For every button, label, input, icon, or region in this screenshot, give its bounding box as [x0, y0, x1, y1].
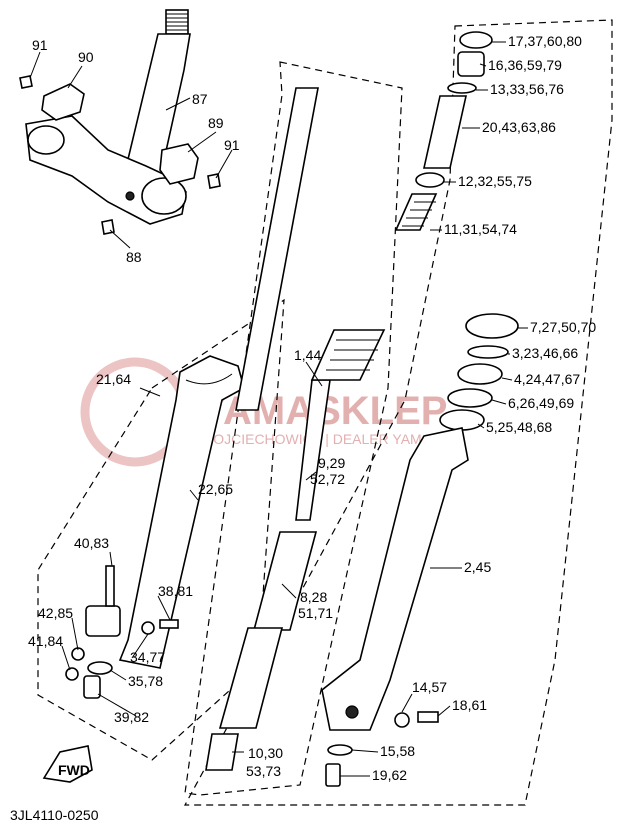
spring-11 [394, 193, 438, 231]
right-leg-group-outline [183, 19, 613, 806]
bracket-bolt-hole [125, 191, 135, 201]
fwd-arrow-icon [42, 745, 93, 783]
bracket-clamp-right [141, 177, 187, 215]
callout-3: 3,23,46,66 [512, 345, 578, 361]
callout-53-73: 53,73 [246, 763, 281, 779]
callout-17: 17,37,60,80 [508, 33, 582, 49]
callout-12: 12,32,55,75 [458, 173, 532, 189]
group-outlines [37, 19, 613, 806]
inner-tube-column [205, 87, 386, 771]
bolt-38-81 [159, 619, 179, 629]
left-axle-clamp [85, 605, 121, 637]
callout-7: 7,27,50,70 [530, 319, 596, 335]
bolt-91b [207, 173, 221, 189]
fork-spring-lower [310, 329, 386, 381]
callout-22-65: 22,65 [198, 481, 233, 497]
washer-15-58 [327, 744, 353, 756]
callout-88: 88 [126, 249, 142, 265]
bracket-clamp-left [27, 125, 65, 155]
bolt-40-83 [105, 565, 115, 607]
callouts: 91 90 87 89 91 88 21,64 22,65 40,83 38,8… [28, 33, 596, 783]
washer-12 [415, 172, 445, 188]
dust-seal-7 [465, 313, 519, 339]
watermark: YAMASKLEP WOJCIECHOWICZ | DEALER YAMAHA [80, 357, 451, 467]
callout-40-83: 40,83 [74, 535, 109, 551]
watermark-sub: WOJCIECHOWICZ | DEALER YAMAHA [200, 431, 451, 447]
bushing-5 [439, 409, 485, 431]
nut-41-84 [65, 667, 79, 681]
callout-91a: 91 [32, 37, 48, 53]
steering-stem-assembly [19, 9, 221, 235]
callout-41-84: 41,84 [28, 633, 63, 649]
cap-17 [459, 31, 493, 49]
stem-shaft [122, 33, 191, 179]
callout-10-30: 10,30 [248, 745, 283, 761]
callout-18-61: 18,61 [452, 697, 487, 713]
cylinder-lower [218, 627, 284, 729]
callout-51-71: 51,71 [298, 605, 333, 621]
callout-20: 20,43,63,86 [482, 119, 556, 135]
callout-15-58: 15,58 [380, 743, 415, 759]
callout-5: 5,25,48,68 [486, 419, 552, 435]
callout-4: 4,24,47,67 [514, 371, 580, 387]
callout-89: 89 [208, 115, 224, 131]
callout-13: 13,33,56,76 [490, 81, 564, 97]
callout-2-45: 2,45 [464, 559, 491, 575]
callout-34-77: 34,77 [130, 649, 165, 665]
callout-91b: 91 [224, 137, 240, 153]
left-leg-group-outline [37, 298, 285, 761]
bolt-39-82 [83, 675, 101, 699]
oring-13 [447, 82, 477, 94]
callout-21-64: 21,64 [96, 371, 131, 387]
bracket-piece-89 [159, 143, 199, 185]
callout-35-78: 35,78 [128, 673, 163, 689]
oil-seal-4 [457, 363, 503, 385]
bracket-piece-90 [41, 83, 85, 121]
leader-lines [29, 41, 528, 777]
callout-1-44: 1,44 [294, 347, 321, 363]
diagram-code: 3JL4110-0250 [10, 807, 99, 823]
fwd-label: FWD [58, 762, 90, 778]
oil-lock-8-28 [252, 531, 318, 631]
bolt-19-62 [325, 763, 341, 787]
callout-9-29: 9,29 [318, 455, 345, 471]
callout-14-57: 14,57 [412, 679, 447, 695]
callout-8-28: 8,28 [300, 589, 327, 605]
plug-16 [457, 51, 485, 77]
washer-35-78 [87, 661, 113, 675]
fwd-arrow: FWD [42, 745, 93, 783]
right-seal-stack [439, 313, 519, 431]
axle-hole-right [345, 705, 359, 719]
washer-34-77 [141, 621, 155, 635]
right-upper-stack [394, 31, 493, 231]
callout-42-85: 42,85 [38, 605, 73, 621]
bolt-18-61 [417, 711, 439, 723]
callout-39-82: 39,82 [114, 709, 149, 725]
spacer-20 [423, 95, 467, 169]
inner-tube [235, 87, 319, 411]
callout-87: 87 [192, 91, 208, 107]
inner-tube-group-outline [184, 61, 403, 796]
callout-52-72: 52,72 [310, 471, 345, 487]
callout-16: 16,36,59,79 [488, 57, 562, 73]
left-fork-leg [65, 355, 245, 699]
callout-90: 90 [78, 49, 94, 65]
right-fork-leg [321, 427, 469, 787]
callout-19-62: 19,62 [372, 767, 407, 783]
nut-14-57 [394, 712, 410, 728]
bolt-91a [19, 75, 33, 89]
right-outer-tube [321, 427, 469, 731]
callout-38-81: 38,81 [158, 583, 193, 599]
left-outer-tube [118, 355, 245, 669]
callout-6: 6,26,49,69 [508, 395, 574, 411]
clip-3 [467, 345, 509, 359]
callout-11: 11,31,54,74 [444, 221, 517, 237]
piece-10-30 [205, 733, 239, 771]
washer-6 [447, 388, 493, 408]
